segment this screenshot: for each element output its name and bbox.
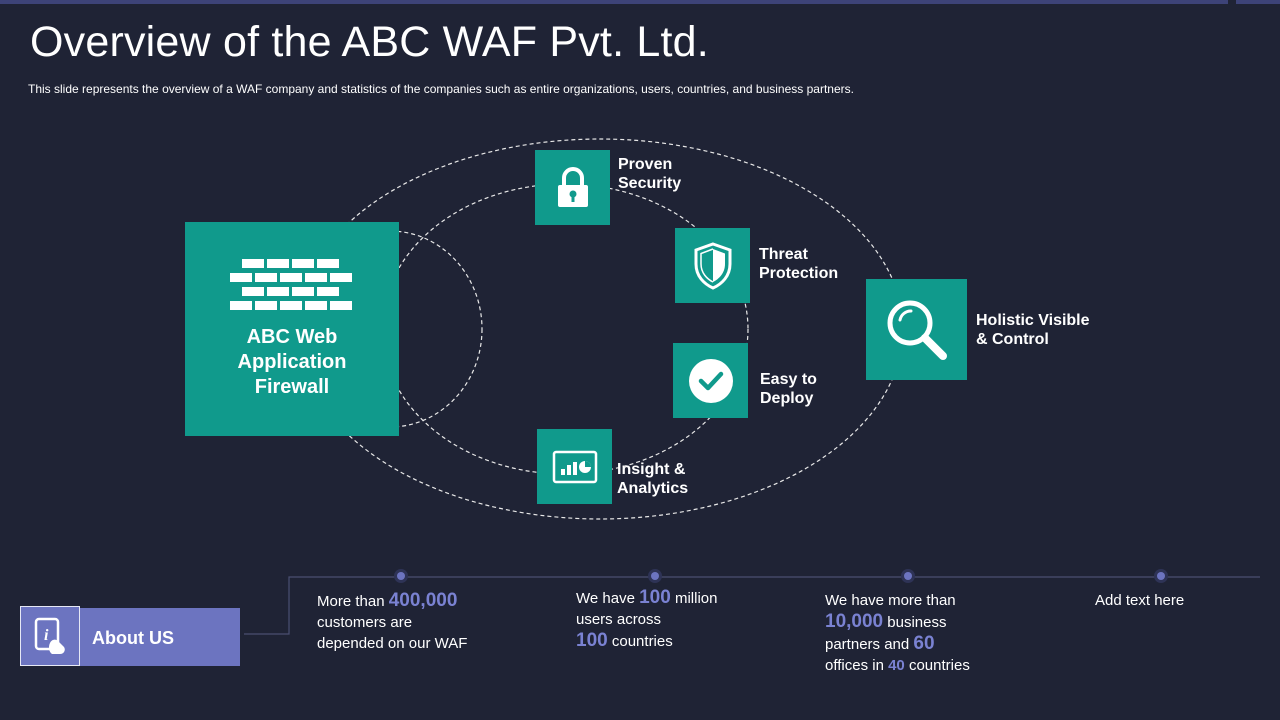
analytics-icon	[552, 450, 597, 483]
timeline-dot	[648, 569, 662, 583]
timeline-dot	[901, 569, 915, 583]
slide-title: Overview of the ABC WAF Pvt. Ltd.	[30, 18, 709, 66]
top-accent-bar-right	[1236, 0, 1280, 4]
insight-analytics-tile	[537, 429, 612, 504]
checkmark-icon	[688, 358, 733, 403]
stat-number: 100	[576, 630, 608, 651]
holistic-control-tile	[866, 279, 967, 380]
slide-subtitle: This slide represents the overview of a …	[28, 82, 854, 96]
stat-text: offices in	[825, 657, 884, 674]
stat-text: countries	[607, 633, 673, 650]
stat-text: We have	[576, 590, 640, 607]
stat-number: 40	[888, 657, 905, 674]
stat-text: countries	[904, 657, 970, 674]
stat-customers: More than 400,000 customers are depended…	[317, 590, 537, 654]
about-us-label: About US	[92, 628, 174, 648]
stat-text: We have more than	[825, 592, 956, 609]
stat-text: business partners and	[825, 614, 947, 653]
feature-label-threat-protection: Threat Protection	[759, 246, 839, 282]
stat-text: million users across	[576, 590, 718, 628]
easy-deploy-tile	[673, 343, 748, 418]
shield-icon	[694, 241, 731, 290]
lock-icon	[557, 166, 588, 207]
proven-security-tile	[535, 150, 610, 225]
info-touch-icon: i	[20, 606, 80, 666]
stat-number: 60	[913, 633, 935, 654]
stat-number: 400,000	[388, 590, 458, 611]
stat-partners: We have more than 10,000 business partne…	[825, 590, 1045, 676]
waf-main-label: ABC Web Application Firewall	[237, 325, 347, 398]
feature-label-proven-security: Proven Security	[618, 156, 682, 192]
magnifier-icon	[887, 300, 947, 360]
stat-placeholder: Add text here	[1095, 592, 1185, 609]
feature-label-holistic-control: Holistic Visible & Control	[976, 312, 1090, 348]
timeline-dot	[1154, 569, 1168, 583]
stat-number: 100	[639, 587, 671, 608]
feature-label-easy-deploy: Easy to Deploy	[760, 371, 817, 407]
stat-text: customers are depended on our WAF	[317, 614, 468, 652]
stat-number: 10,000	[825, 611, 884, 632]
waf-main-tile: ABC Web Application Firewall	[185, 222, 399, 436]
svg-text:i: i	[44, 627, 49, 644]
stat-text: More than	[317, 593, 389, 610]
stat-users: We have 100 million users across 100 cou…	[576, 587, 796, 652]
timeline-dot	[394, 569, 408, 583]
top-accent-bar	[0, 0, 1228, 4]
threat-protection-tile	[675, 228, 750, 303]
brick-wall-icon	[230, 258, 352, 310]
feature-label-insight-analytics: Insight & Analytics	[617, 461, 689, 497]
